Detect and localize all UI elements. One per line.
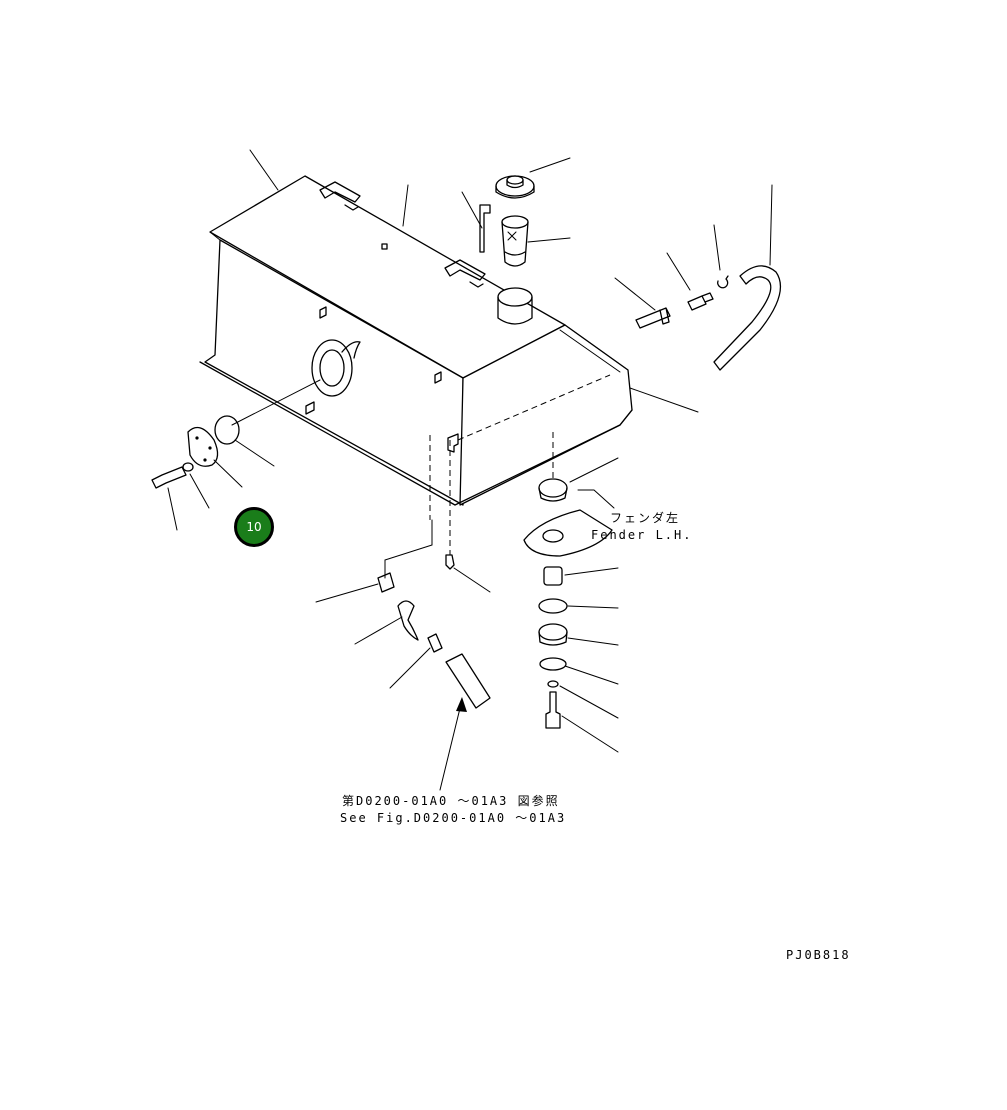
fender-bracket: [523, 509, 613, 557]
tank-mount-tab: [447, 433, 459, 453]
see-fig-label-jp: 第D0200-01A0 ～01A3 図参照: [342, 793, 560, 808]
fender-label-jp: フェンダ左: [610, 510, 680, 525]
spacer-collar: [543, 566, 563, 586]
drain-hose: [445, 653, 491, 709]
cover-plate: [187, 426, 219, 467]
elbow-connector: [397, 600, 419, 641]
leader-lines: [167, 149, 773, 791]
drain-plug: [445, 554, 455, 570]
breather-hose: [713, 265, 782, 371]
fender-label-en: Fender L.H.: [591, 528, 692, 542]
see-fig-label-en: See Fig.D0200-01A0 ～01A3: [340, 811, 566, 825]
gauge-rod: [479, 204, 491, 253]
nipple-fitting: [687, 292, 714, 311]
drawing-code: PJ0B818: [786, 948, 851, 962]
rubber-mount-lower: [538, 623, 568, 641]
fuel-tank: [199, 175, 633, 506]
clamp: [717, 275, 729, 289]
lock-washer: [547, 680, 559, 688]
plate-washer: [538, 598, 568, 614]
bolt: [151, 466, 187, 489]
mount-bolt: [545, 691, 561, 729]
rubber-mount-upper: [538, 478, 568, 498]
gasket: [214, 415, 240, 445]
part-callout-marker[interactable]: 10: [234, 507, 274, 547]
filler-cap: [495, 175, 535, 199]
hose-nipple: [427, 633, 443, 653]
elbow-fitting: [635, 307, 671, 329]
flat-washer: [539, 657, 567, 671]
washer: [182, 462, 194, 472]
drain-valve: [377, 572, 395, 593]
strainer: [501, 215, 529, 267]
